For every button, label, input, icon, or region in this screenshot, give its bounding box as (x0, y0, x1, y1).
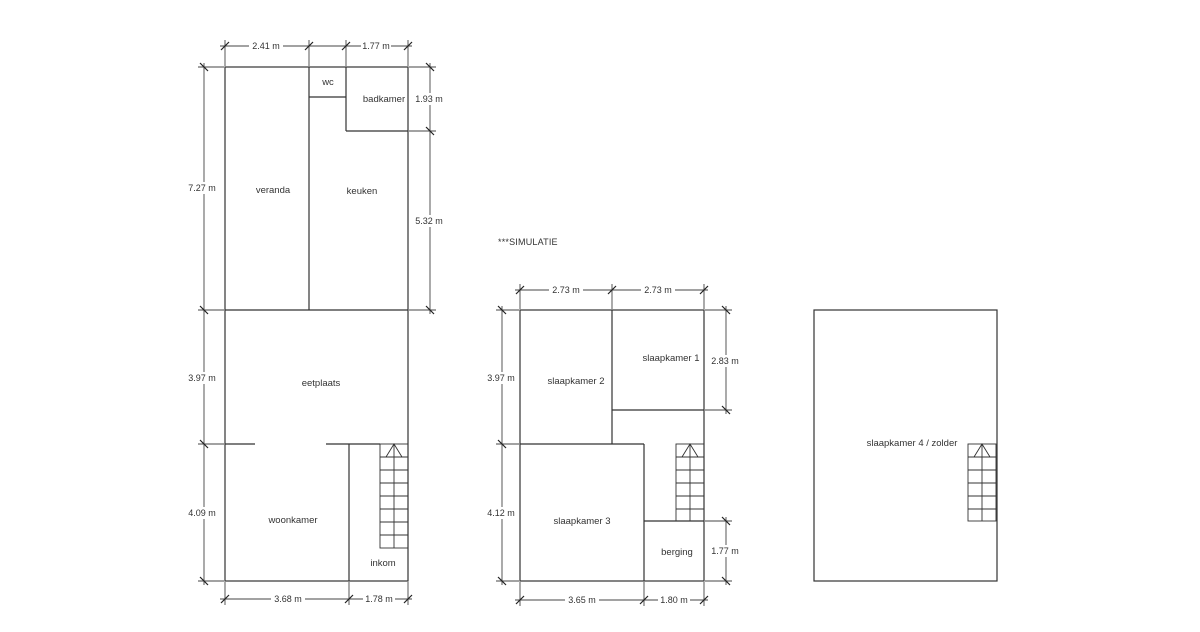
ground-floor-plan: wc badkamer veranda keuken eetplaats woo… (186, 40, 445, 605)
attic-plan: slaapkamer 4 / zolder (813, 309, 998, 582)
dimension-label-bottom-left: 3.65 m (568, 595, 596, 605)
ground-floor-outline (224, 66, 409, 582)
dimension-label-left-middle: 3.97 m (188, 373, 216, 383)
room-label-woonkamer: woonkamer (267, 515, 317, 526)
dimension-bottom: 3.68 m 1.78 m (220, 582, 413, 605)
room-label-eetplaats: eetplaats (302, 378, 341, 389)
dimension-label-bottom-left: 3.68 m (274, 594, 302, 604)
dimension-top: 2.41 m 1.77 m (220, 40, 413, 66)
dimension-right: 2.83 m 1.77 m (705, 305, 741, 586)
dimension-left: 3.97 m 4.12 m (485, 305, 519, 586)
dimension-label-left-lower: 4.09 m (188, 508, 216, 518)
dimension-label-right-bath: 1.93 m (415, 94, 443, 104)
dimension-label-right-lower: 1.77 m (711, 546, 739, 556)
dimension-label-bottom-right: 1.80 m (660, 595, 688, 605)
room-label-wc: wc (321, 77, 334, 88)
room-label-keuken: keuken (347, 186, 378, 197)
room-label-slaapkamer-1: slaapkamer 1 (642, 353, 699, 364)
dimension-label-bottom-right: 1.78 m (365, 594, 393, 604)
room-label-slaapkamer-4: slaapkamer 4 / zolder (867, 438, 958, 449)
dimension-label-top-left: 2.41 m (252, 41, 280, 51)
dimension-label-right-upper: 2.83 m (711, 356, 739, 366)
dimension-bottom: 3.65 m 1.80 m (515, 582, 709, 606)
staircase (967, 443, 997, 522)
dimension-left: 7.27 m 3.97 m 4.09 m (186, 62, 224, 586)
dimension-label-top-right: 2.73 m (644, 285, 672, 295)
dimension-label-left-lower: 4.12 m (487, 508, 515, 518)
room-label-berging: berging (661, 547, 693, 558)
room-label-veranda: veranda (256, 185, 291, 196)
room-label-slaapkamer-3: slaapkamer 3 (553, 516, 610, 527)
dimension-label-left-upper: 3.97 m (487, 373, 515, 383)
room-label-inkom: inkom (370, 558, 395, 569)
dimension-label-left-upper: 7.27 m (188, 183, 216, 193)
dimension-right: 1.93 m 5.32 m (409, 62, 445, 315)
dimension-label-right-kitchen: 5.32 m (415, 216, 443, 226)
room-label-slaapkamer-2: slaapkamer 2 (547, 376, 604, 387)
attic-outline (813, 309, 998, 582)
dimension-label-top-left: 2.73 m (552, 285, 580, 295)
first-floor-plan: slaapkamer 1 slaapkamer 2 slaapkamer 3 b… (485, 284, 741, 606)
dimension-top: 2.73 m 2.73 m (515, 284, 709, 309)
simulation-note: ***SIMULATIE (498, 237, 558, 247)
staircase (379, 443, 409, 549)
room-label-badkamer: badkamer (363, 94, 405, 105)
staircase (675, 443, 705, 522)
dimension-label-top-right: 1.77 m (362, 41, 390, 51)
